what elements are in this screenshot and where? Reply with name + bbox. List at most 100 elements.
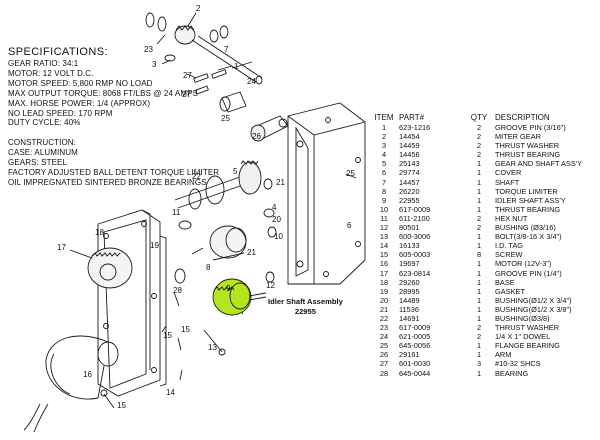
quantity: 2	[476, 223, 482, 233]
quantity: 1	[476, 259, 482, 269]
item-number: 10	[379, 204, 389, 214]
part-number: 22955	[399, 195, 420, 205]
part-number: 623-1216	[399, 123, 431, 132]
part-number: 617-0009	[399, 323, 431, 333]
spec-line: NO LEAD SPEED: 170 RPM	[8, 108, 113, 118]
header-qty: QTY	[470, 113, 488, 122]
label-21: 21	[276, 178, 285, 187]
quantity: 1	[476, 177, 482, 187]
label-27b: 27	[182, 90, 191, 99]
quantity: 1	[476, 286, 482, 296]
quantity: 1	[476, 186, 482, 196]
label-25-top: 25	[221, 114, 230, 123]
description: THRUST WASHER	[495, 323, 560, 333]
part-number: 80501	[399, 223, 420, 233]
spec-line: MOTOR: 12 VOLT D.C.	[8, 68, 94, 78]
description: MITER GEAR	[495, 132, 541, 142]
quantity: 1	[476, 341, 482, 351]
label-15c: 15	[117, 401, 126, 410]
description: BOLT(3/8-16 X 3/4")	[495, 232, 562, 242]
part-number: 14691	[399, 313, 420, 323]
label-3: 3	[152, 60, 157, 69]
label-9: 9	[226, 284, 231, 293]
part-number: 621-0005	[399, 332, 431, 342]
callout-part-number: 22955	[294, 306, 316, 316]
quantity: 1	[476, 304, 482, 314]
item-number: 19	[379, 286, 389, 296]
part-number: 14456	[399, 150, 420, 160]
spec-line: MAX. HORSE POWER: 1/4 (APPROX)	[8, 98, 151, 108]
item-number: 25	[379, 341, 389, 351]
callout-title: Idler Shaft Assembly	[268, 297, 343, 306]
construction-line: FACTORY ADJUSTED BALL DETENT TORQUE LIMI…	[8, 168, 220, 178]
quantity: 3	[476, 359, 482, 369]
label-2: 2	[196, 4, 201, 13]
construction-line: CASE: ALUMINUM	[8, 148, 78, 158]
quantity: 1	[476, 350, 482, 360]
part-number: 14489	[399, 295, 420, 305]
quantity: 2	[476, 141, 482, 151]
construction-title: CONSTRUCTION:	[8, 138, 76, 148]
description: THRUST WASHER	[495, 141, 560, 151]
construction-line: OIL IMPREGNATED SINTERED BRONZE BEARINGS	[8, 177, 207, 187]
item-number: 20	[379, 295, 389, 305]
label-17: 17	[57, 243, 66, 252]
specifications-title: SPECIFICATIONS:	[8, 46, 108, 58]
item-number: 13	[379, 232, 389, 242]
label-5: 5	[233, 167, 238, 176]
label-26: 26	[252, 132, 261, 141]
header-description: DESCRIPTION	[495, 113, 550, 122]
description: SCREW	[495, 250, 523, 260]
description: THRUST BEARING	[495, 150, 561, 160]
spec-line: MAX OUTPUT TORQUE: 8068 FT/LBS @ 24 AMPS	[8, 88, 198, 98]
label-25: 25	[346, 169, 355, 178]
item-number: 2	[381, 132, 387, 142]
quantity: 1	[476, 277, 482, 287]
quantity: 2	[476, 132, 482, 142]
part-number: 611-2100	[399, 213, 430, 223]
description: COVER	[495, 168, 522, 178]
label-20: 20	[272, 215, 281, 224]
quantity: 1	[476, 268, 482, 278]
spec-line: DUTY CYCLE: 40%	[8, 118, 81, 128]
description: GROOVE PIN (3/16")	[495, 123, 566, 132]
item-number: 14	[379, 241, 389, 251]
header-item: ITEM	[374, 113, 394, 122]
quantity: 2	[476, 123, 482, 132]
spec-line: GEAR RATIO: 34:1	[8, 59, 79, 68]
description: IDLER SHAFT ASS'Y	[495, 195, 566, 205]
label-16: 16	[83, 370, 92, 379]
quantity: 8	[476, 250, 482, 260]
label-19: 19	[150, 241, 159, 250]
item-number: 26	[379, 350, 389, 360]
quantity: 1	[476, 195, 482, 205]
label-23: 23	[144, 45, 153, 54]
item-number: 4	[381, 150, 387, 160]
label-4: 4	[272, 203, 277, 212]
quantity: 1	[476, 368, 482, 378]
description: GROOVE PIN (1/4")	[495, 268, 562, 278]
item-number: 3	[381, 141, 387, 151]
quantity: 1	[476, 159, 482, 169]
description: GEAR AND SHAFT ASS'Y	[495, 159, 583, 169]
description: MOTOR (12V-3")	[495, 259, 552, 269]
description: BUSHING(Ø3/8)	[495, 313, 550, 323]
label-10: 10	[274, 232, 283, 241]
item-number: 12	[379, 223, 389, 233]
label-28: 28	[173, 286, 182, 295]
description: HEX NUT	[495, 213, 528, 223]
